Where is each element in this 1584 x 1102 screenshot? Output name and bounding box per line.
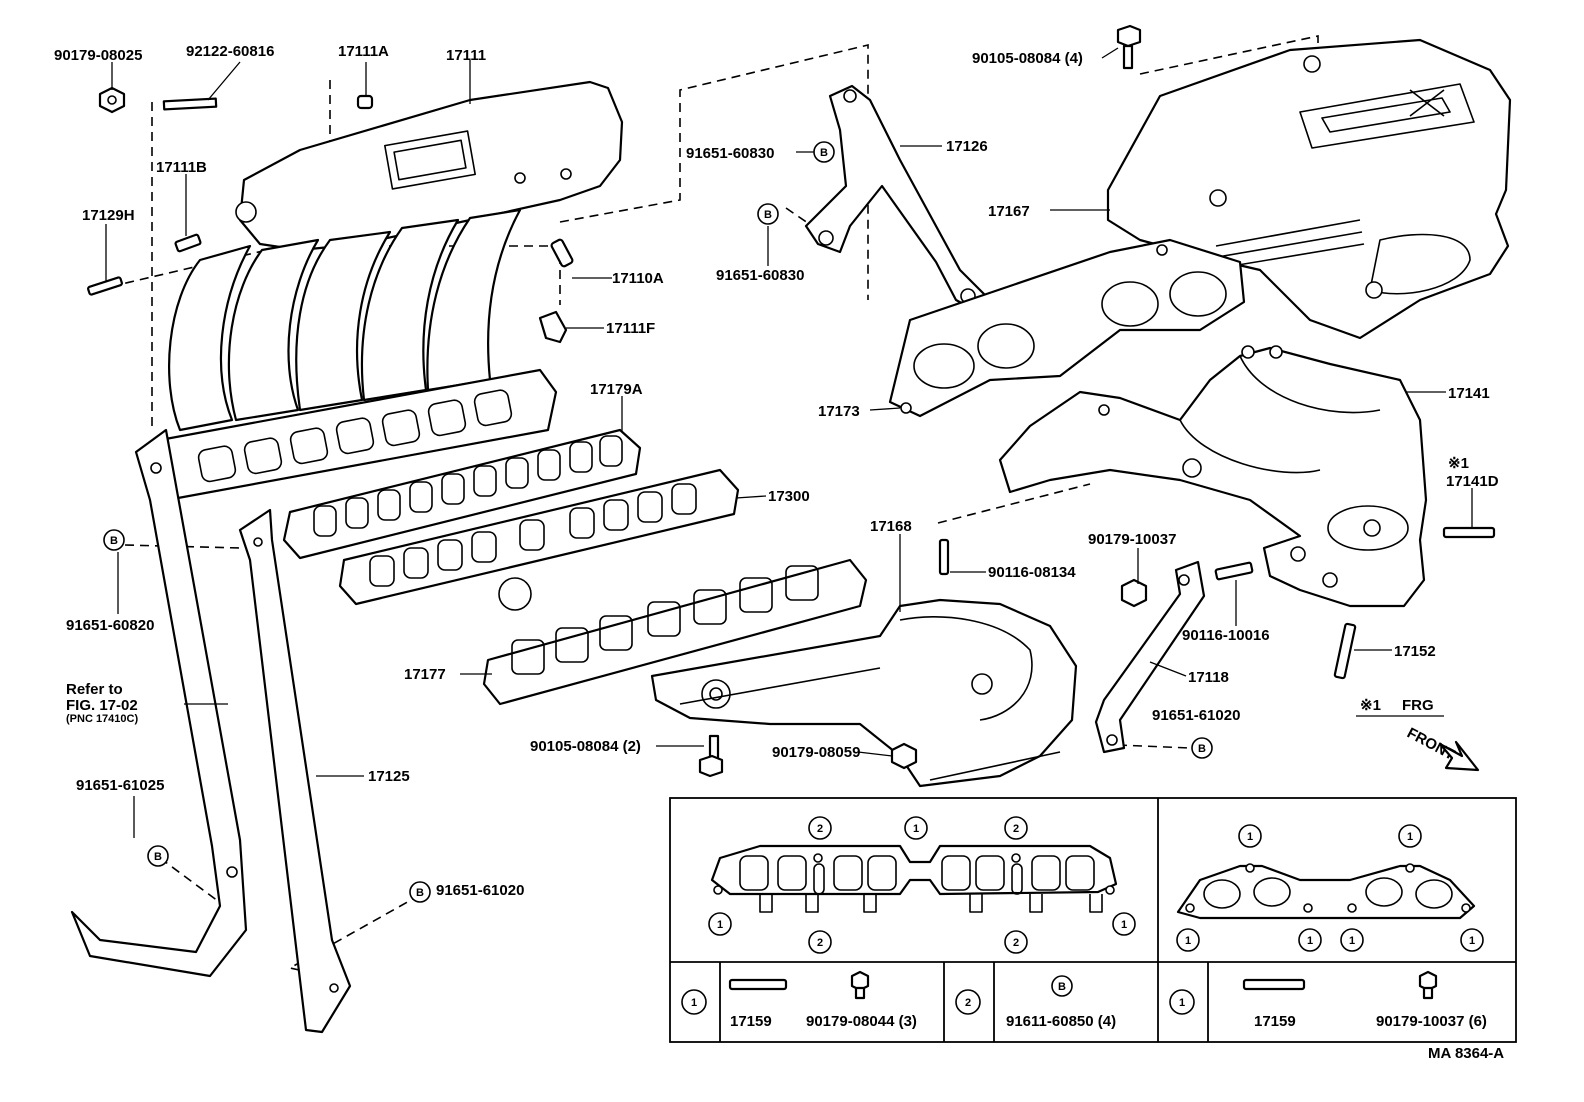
- marker-b: B: [1198, 743, 1206, 755]
- gasket-17300: [338, 468, 740, 611]
- stay-17125: [238, 508, 352, 1034]
- label-17152: 17152: [1394, 643, 1436, 660]
- label-17300: 17300: [768, 488, 810, 505]
- label-91651-61020-right: 91651-61020: [1152, 707, 1240, 724]
- label-91651-60820: 91651-60820: [66, 617, 154, 634]
- label-91651-60830-top: 91651-60830: [686, 145, 774, 162]
- marker-1: 1: [1247, 831, 1253, 843]
- leader-lines: [105, 47, 1473, 838]
- legend-marker-1: 1: [691, 997, 697, 1009]
- label-17118: 17118: [1188, 669, 1229, 686]
- label-fig-17-02: FIG. 17-02: [66, 697, 138, 714]
- front-arrow: [1438, 740, 1480, 772]
- marker-1: 1: [1121, 919, 1127, 931]
- bracket-17126: [804, 84, 988, 314]
- legend-90179-08044: 90179-08044 (3): [806, 1013, 917, 1030]
- marker-b: B: [416, 887, 424, 899]
- part-labels: 90179-08025 92122-60816 17111A 17111 171…: [54, 43, 1504, 1062]
- marker-1: 1: [913, 823, 919, 835]
- label-17111B: 17111B: [156, 159, 207, 176]
- marker-2: 2: [817, 823, 823, 835]
- label-17110A: 17110A: [612, 270, 664, 287]
- marker-2: 2: [1013, 823, 1019, 835]
- label-90105-08084-4: 90105-08084 (4): [972, 50, 1083, 67]
- gasket-17173: [888, 238, 1246, 418]
- label-92122-60816: 92122-60816: [186, 43, 274, 60]
- legend-90179-10037: 90179-10037 (6): [1376, 1013, 1487, 1030]
- stay-17118: [1094, 560, 1206, 754]
- label-90179-10037: 90179-10037: [1088, 531, 1176, 548]
- label-17126: 17126: [946, 138, 988, 155]
- marker-1: 1: [1349, 935, 1355, 947]
- label-17125: 17125: [368, 768, 410, 785]
- label-17177: 17177: [404, 666, 446, 683]
- label-17111A: 17111A: [338, 43, 389, 60]
- legend-91611-60850: 91611-60850 (4): [1006, 1013, 1116, 1030]
- label-17111: 17111: [446, 47, 486, 64]
- marker-1: 1: [717, 919, 723, 931]
- label-front: FRONT: [1404, 725, 1458, 764]
- hardware: [87, 24, 1496, 778]
- label-90116-08134: 90116-08134: [988, 564, 1076, 581]
- label-17111F: 17111F: [606, 320, 655, 337]
- legend-marker-b: B: [1058, 981, 1066, 993]
- label-91651-60830-bottom: 91651-60830: [716, 267, 804, 284]
- label-17168: 17168: [870, 518, 912, 535]
- gasket-17179A: [282, 428, 642, 560]
- heat-insulator-17168: [650, 598, 1078, 788]
- label-17173: 17173: [818, 403, 860, 420]
- marker-2: 2: [817, 937, 823, 949]
- label-91651-61025: 91651-61025: [76, 777, 164, 794]
- marker-1: 1: [1185, 935, 1191, 947]
- label-17167: 17167: [988, 203, 1030, 220]
- tightening-legend-table: 2 1 2 1 2 2 1 1 1 1 1: [669, 797, 1517, 1043]
- label-17141D: 17141D: [1446, 473, 1499, 490]
- label-mark-1: ※1: [1448, 455, 1469, 472]
- label-17179A: 17179A: [590, 381, 643, 398]
- label-pnc: (PNC 17410C): [66, 713, 138, 725]
- label-90179-08059: 90179-08059: [772, 744, 860, 761]
- marker-b: B: [820, 147, 828, 159]
- marker-b: B: [154, 851, 162, 863]
- legend-17159-right: 17159: [1254, 1013, 1296, 1030]
- b-markers: B B B B B B: [103, 141, 1213, 903]
- stay-left: [70, 428, 248, 978]
- label-17129H: 17129H: [82, 207, 135, 224]
- marker-1: 1: [1407, 831, 1413, 843]
- label-refer-to: Refer to: [66, 681, 123, 698]
- gasket-17177: [482, 558, 868, 706]
- label-frg: FRG: [1402, 697, 1434, 714]
- marker-1: 1: [1469, 935, 1475, 947]
- label-91651-61020-left: 91651-61020: [436, 882, 524, 899]
- marker-1: 1: [1307, 935, 1313, 947]
- marker-b: B: [764, 209, 772, 221]
- label-frg-mark: ※1: [1360, 697, 1381, 714]
- marker-b: B: [110, 535, 118, 547]
- legend-17159-left: 17159: [730, 1013, 772, 1030]
- label-90116-10016: 90116-10016: [1182, 627, 1270, 644]
- label-17141: 17141: [1448, 385, 1490, 402]
- label-90179-08025: 90179-08025: [54, 47, 142, 64]
- legend-marker-2: 2: [965, 997, 971, 1009]
- label-diagram-code: MA 8364-A: [1428, 1045, 1504, 1062]
- marker-2: 2: [1013, 937, 1019, 949]
- intake-manifold-17111: [158, 80, 624, 500]
- legend-marker-1-right: 1: [1179, 997, 1185, 1009]
- label-90105-08084-2: 90105-08084 (2): [530, 738, 641, 755]
- exhaust-manifold-17141: [998, 345, 1428, 608]
